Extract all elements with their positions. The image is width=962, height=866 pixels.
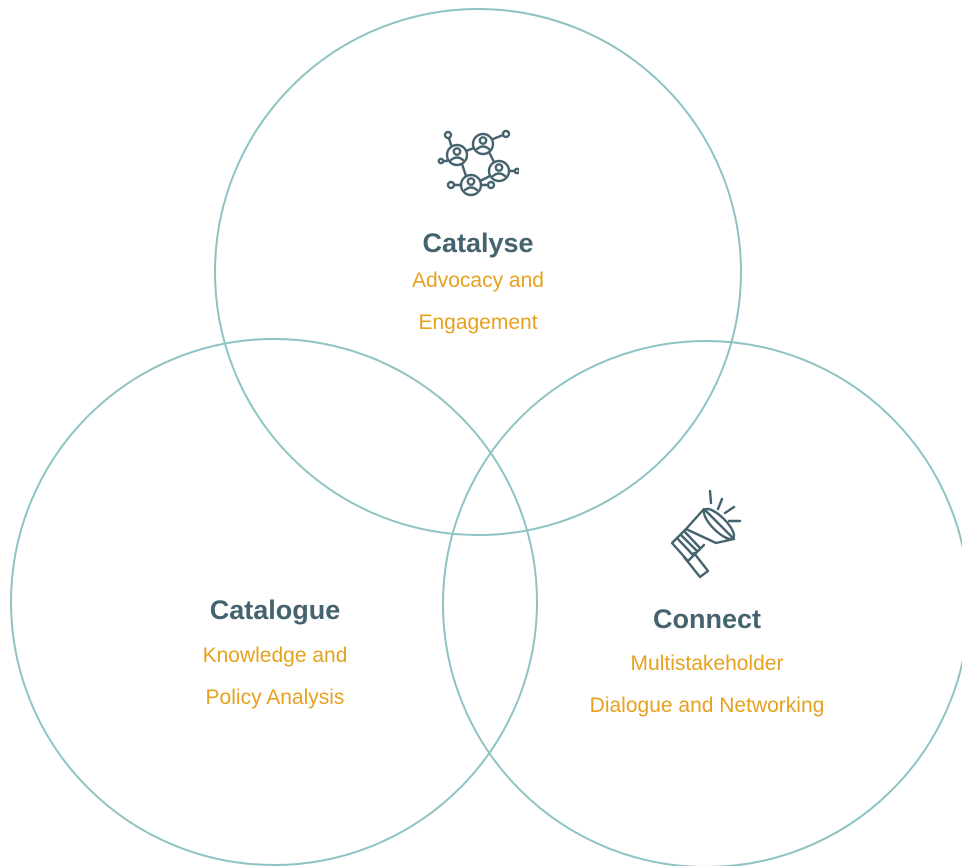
megaphone-icon — [664, 487, 754, 583]
connect-label-group: Connect Multistakeholder Dialogue and Ne… — [557, 603, 857, 727]
connect-title: Connect — [653, 604, 761, 634]
catalyse-title: Catalyse — [422, 228, 534, 258]
network-people-icon — [437, 125, 519, 203]
circle-catalyse — [214, 8, 742, 536]
circle-catalogue — [10, 338, 538, 866]
catalogue-label-group: Catalogue Knowledge and Policy Analysis — [150, 594, 400, 719]
catalogue-subtitle: Knowledge and Policy Analysis — [202, 644, 348, 709]
connect-subtitle: Multistakeholder Dialogue and Networking — [589, 652, 825, 717]
catalogue-title: Catalogue — [209, 595, 341, 625]
circle-connect — [442, 340, 962, 866]
catalyse-subtitle: Advocacy and Engagement — [412, 269, 544, 334]
catalyse-label-group: Catalyse Advocacy and Engagement — [378, 227, 578, 344]
